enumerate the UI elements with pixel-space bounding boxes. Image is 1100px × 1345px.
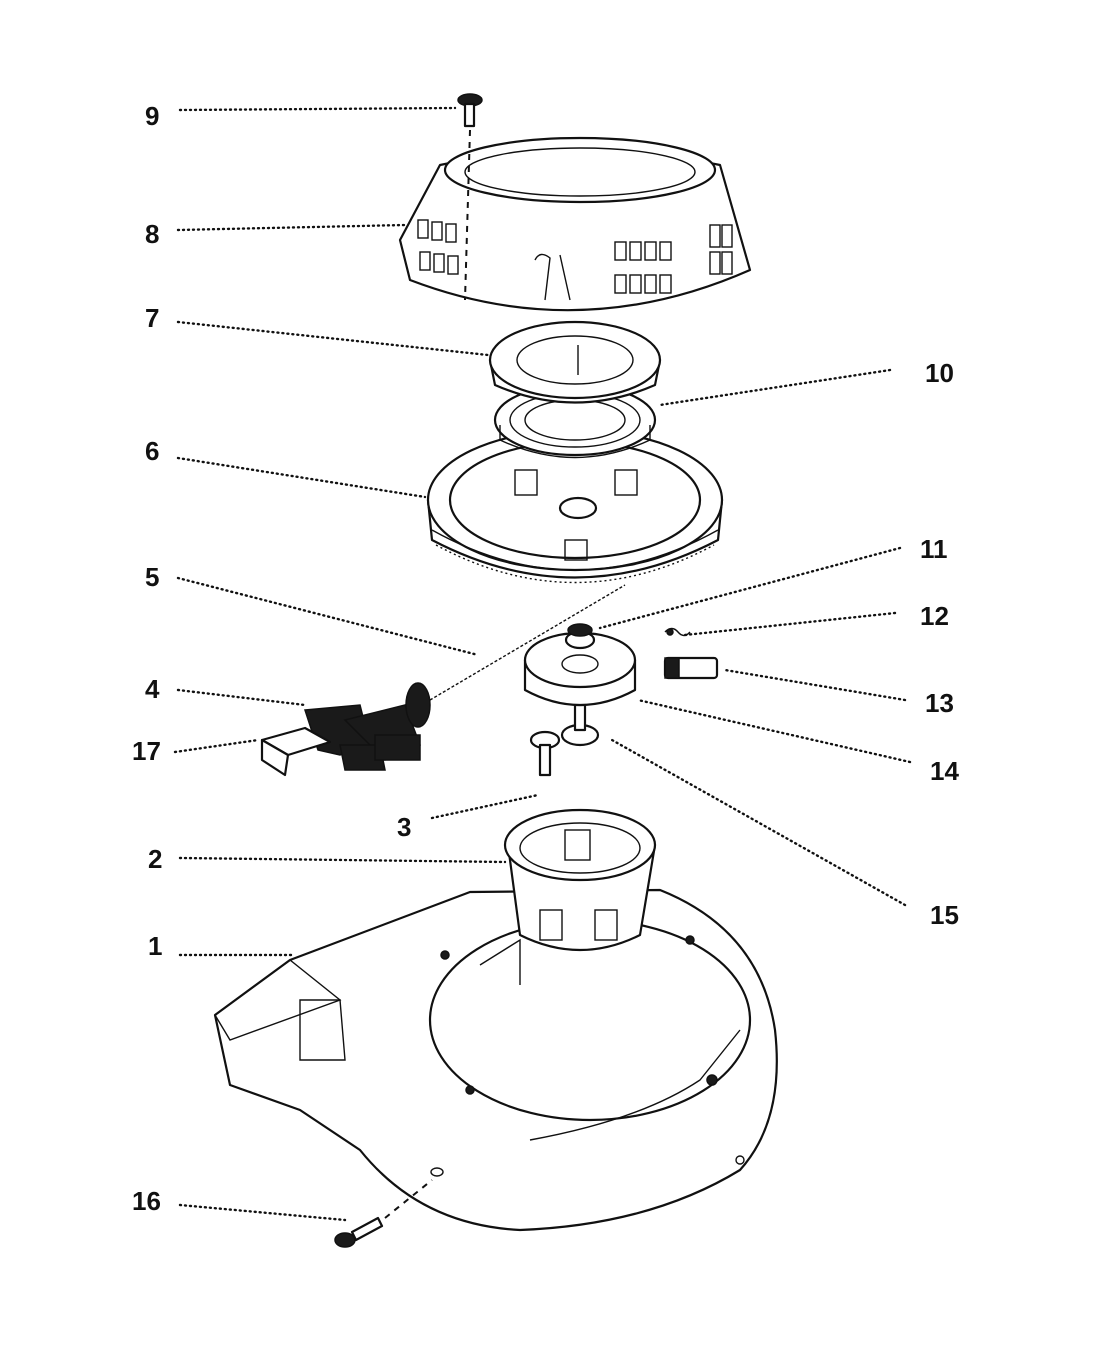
callout-3: 3 <box>397 812 411 842</box>
leader-lines <box>173 106 912 1222</box>
part-10-recoil-spring <box>493 383 657 459</box>
leader-10 <box>658 368 892 407</box>
leader-16 <box>178 1203 347 1222</box>
callout-labels: 9 8 7 10 6 11 5 12 4 13 17 14 3 2 15 1 1… <box>132 101 959 1216</box>
callout-9: 9 <box>145 101 159 131</box>
callout-15: 15 <box>930 900 959 930</box>
leader-13 <box>723 668 907 702</box>
leader-11 <box>598 546 902 630</box>
callout-17: 17 <box>132 736 161 766</box>
leader-7 <box>176 320 490 357</box>
callout-16: 16 <box>132 1186 161 1216</box>
callout-2: 2 <box>148 844 162 874</box>
part-8-cover-cup <box>398 136 752 312</box>
part-2-cup <box>503 808 657 952</box>
part-9-top-screw <box>457 93 483 301</box>
callout-10: 10 <box>925 358 954 388</box>
part-15-screw <box>560 703 600 747</box>
part-14-pawl-plate <box>523 631 637 706</box>
part-4-handle <box>303 682 431 771</box>
part-17-insert <box>260 726 332 777</box>
leader-8 <box>176 223 407 232</box>
callout-4: 4 <box>145 674 160 704</box>
leader-4 <box>176 688 307 707</box>
leader-12 <box>683 611 897 637</box>
part-11-spring-cap <box>564 623 596 650</box>
leader-14 <box>636 698 912 764</box>
part-1-housing <box>213 888 778 1232</box>
callout-11: 11 <box>920 534 948 564</box>
callout-5: 5 <box>145 562 159 592</box>
leader-6 <box>176 456 427 499</box>
leader-3 <box>430 793 540 820</box>
callout-1: 1 <box>148 931 162 961</box>
part-5-rope <box>429 584 626 701</box>
leader-5 <box>176 576 480 657</box>
callout-14: 14 <box>930 756 959 786</box>
part-7-spring-cover <box>488 320 662 404</box>
callout-12: 12 <box>920 601 949 631</box>
leader-9 <box>178 106 457 112</box>
leader-17 <box>173 738 260 754</box>
part-13-pawl <box>663 656 719 680</box>
callout-7: 7 <box>145 303 159 333</box>
part-3-pivot-pin <box>529 730 561 777</box>
part-16-bolt <box>334 1167 444 1248</box>
callout-8: 8 <box>145 219 159 249</box>
callout-13: 13 <box>925 688 954 718</box>
leader-2 <box>178 856 507 864</box>
callout-6: 6 <box>145 436 159 466</box>
leader-15 <box>610 738 907 907</box>
